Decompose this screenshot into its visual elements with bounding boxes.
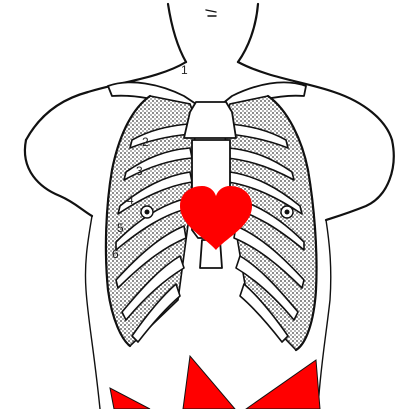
red-arrow-icon: [110, 388, 150, 409]
electrode-marker-icon: [281, 206, 293, 218]
rib-label-2: 2: [142, 135, 149, 149]
rib-label-5: 5: [117, 221, 124, 235]
red-arrow-icon: [183, 356, 235, 409]
electrode-marker-icon: [141, 206, 153, 218]
rib-label-3: 3: [136, 164, 143, 178]
rib-label-1: 1: [181, 63, 188, 77]
red-arrow-icon: [246, 360, 320, 409]
rib-label-4: 4: [127, 193, 134, 207]
rib-label-6: 6: [112, 247, 119, 261]
red-arrows: [110, 356, 320, 409]
